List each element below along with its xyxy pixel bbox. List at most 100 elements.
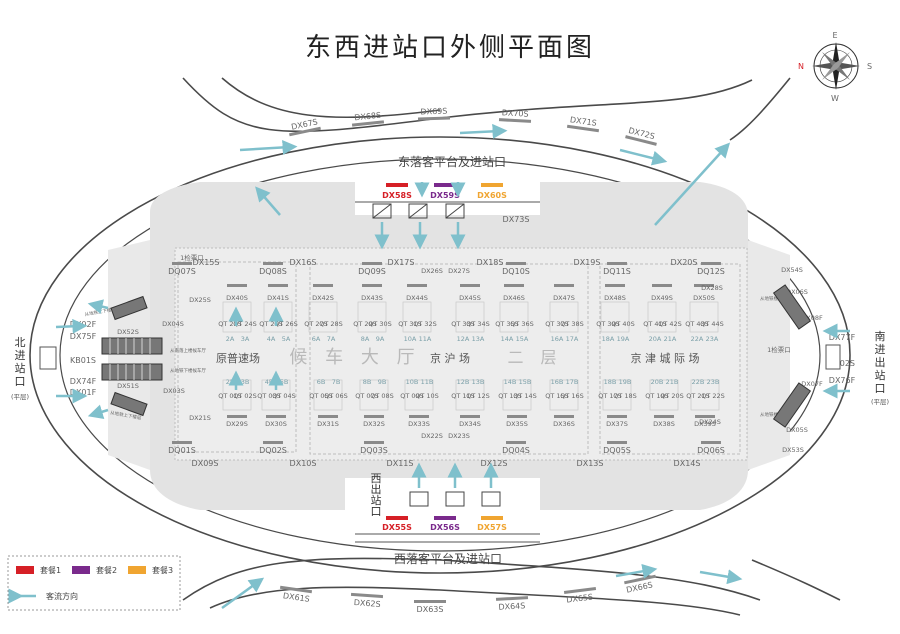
hall-main-label: 候 车 大 厅	[289, 347, 420, 368]
legend-label: 套餐2	[96, 565, 117, 575]
dx06-label: DX06S	[786, 288, 808, 296]
featured-spot-marker	[434, 183, 456, 187]
north-side-spot: KB01S	[70, 356, 96, 365]
compass-e: E	[832, 31, 837, 40]
dq-board	[362, 262, 382, 265]
qt-label: QT 16S	[560, 392, 584, 400]
gate-frame	[549, 301, 579, 333]
block-a-label: DX48S	[604, 294, 626, 302]
gate-label: 16A	[551, 335, 564, 343]
outer-ad-label: DX71S	[569, 115, 597, 128]
block-b-label: DX29S	[226, 420, 248, 428]
dx26-label: DX26S	[421, 267, 443, 275]
gate-frame	[455, 379, 485, 411]
gate-frame	[222, 301, 252, 333]
gate-frame	[402, 301, 432, 333]
qt-label: QT 08S	[370, 392, 394, 400]
gate-label: 4B	[265, 378, 274, 386]
block-board	[266, 415, 286, 418]
flow-arrow-icon	[459, 123, 508, 139]
dx03-label: DX03S	[163, 387, 185, 395]
block-board	[227, 415, 247, 418]
block-board	[694, 284, 714, 287]
dx24-label: DX24S	[699, 418, 721, 426]
ring-road-inner	[59, 158, 821, 552]
dx-spot-label: DX14S	[674, 459, 701, 468]
dx-spot-label: DX17S	[388, 258, 415, 267]
exit-char: 站	[875, 368, 886, 382]
flow-arrow-icon	[55, 318, 88, 334]
gate-label: 17B	[566, 378, 579, 386]
dx25-label: DX25S	[189, 296, 211, 304]
block-board	[362, 284, 382, 287]
block-board	[654, 415, 674, 418]
qt-label: QT 02S	[233, 392, 257, 400]
legend-flow-label: 客流方向	[46, 591, 78, 601]
dq-board	[172, 262, 192, 265]
gate-frame	[690, 379, 720, 411]
outer-ad-label: DX62S	[353, 598, 380, 609]
dx28-label: DX28S	[701, 284, 723, 292]
block-a-label: DX41S	[267, 294, 289, 302]
gate-label: 12B	[457, 378, 470, 386]
block-board	[268, 284, 288, 287]
block-board	[460, 284, 480, 287]
gate-frame	[647, 301, 677, 333]
flow-arrow-icon	[87, 299, 109, 314]
featured-spot-label: DX60S	[477, 191, 507, 200]
dx27-label: DX27S	[448, 267, 470, 275]
block-board	[554, 284, 574, 287]
exit-char: 进	[15, 349, 26, 362]
dq-spot-label: DQ11S	[603, 267, 631, 276]
dq-board	[263, 262, 283, 265]
dq-spot-label: DQ06S	[697, 446, 725, 455]
qt-label: QT 22S	[701, 392, 725, 400]
qt-label: QT 09S	[400, 392, 424, 400]
gate-frame	[649, 379, 679, 411]
block-board	[554, 415, 574, 418]
qt-label: QT 31S	[398, 320, 422, 328]
exit-sub: (平层)	[871, 398, 889, 406]
map-title: 东西进站口外侧平面图	[305, 33, 595, 63]
dq-spot-label: DQ02S	[259, 446, 287, 455]
block-b-label: DX39S	[694, 420, 716, 428]
outer-ad-board	[625, 135, 657, 146]
outer-ad-label: DX65S	[566, 592, 594, 604]
qt-label: QT 13S	[498, 392, 522, 400]
featured-spot-label: DX59S	[430, 191, 460, 200]
block-b-label: DX35S	[506, 420, 528, 428]
qt-label: QT 43S	[685, 320, 709, 328]
qt-label: QT 14S	[513, 392, 537, 400]
dx73-label: DX73S	[503, 215, 530, 224]
escalator-note: 从南落上楼候车厅	[170, 347, 206, 354]
block-a-label: DX42S	[312, 294, 334, 302]
gate-label: 7A	[327, 335, 336, 343]
block-board	[313, 284, 333, 287]
outer-ad-label: DX69S	[420, 107, 447, 117]
west-gates	[409, 491, 501, 507]
featured-spot-marker	[481, 183, 503, 187]
qt-label: QT 21S	[686, 392, 710, 400]
flow-arrow-icon	[654, 142, 731, 226]
gate-label: 10B	[406, 378, 419, 386]
north-side-spot: DX75F	[70, 332, 97, 341]
featured-spot-marker	[434, 516, 456, 520]
gate-label: 18B	[604, 378, 617, 386]
gate-label: 12A	[457, 335, 470, 343]
north-side-spot: DX74F	[70, 377, 97, 386]
dq-spot-label: DQ03S	[360, 446, 388, 455]
exit-char: 南	[875, 330, 886, 343]
block-board	[227, 284, 247, 287]
block-board	[407, 284, 427, 287]
qt-label: QT 34S	[466, 320, 490, 328]
outer-ad-board	[566, 124, 600, 133]
qt-label: QT 10S	[415, 392, 439, 400]
dx21-label: DX21S	[189, 414, 211, 422]
gate-frame	[404, 379, 434, 411]
block-b-label: DX33S	[408, 420, 430, 428]
dq-board	[701, 262, 721, 265]
dx07f-label: DX07F	[801, 380, 823, 388]
outer-ad-label: DX63S	[417, 605, 444, 614]
